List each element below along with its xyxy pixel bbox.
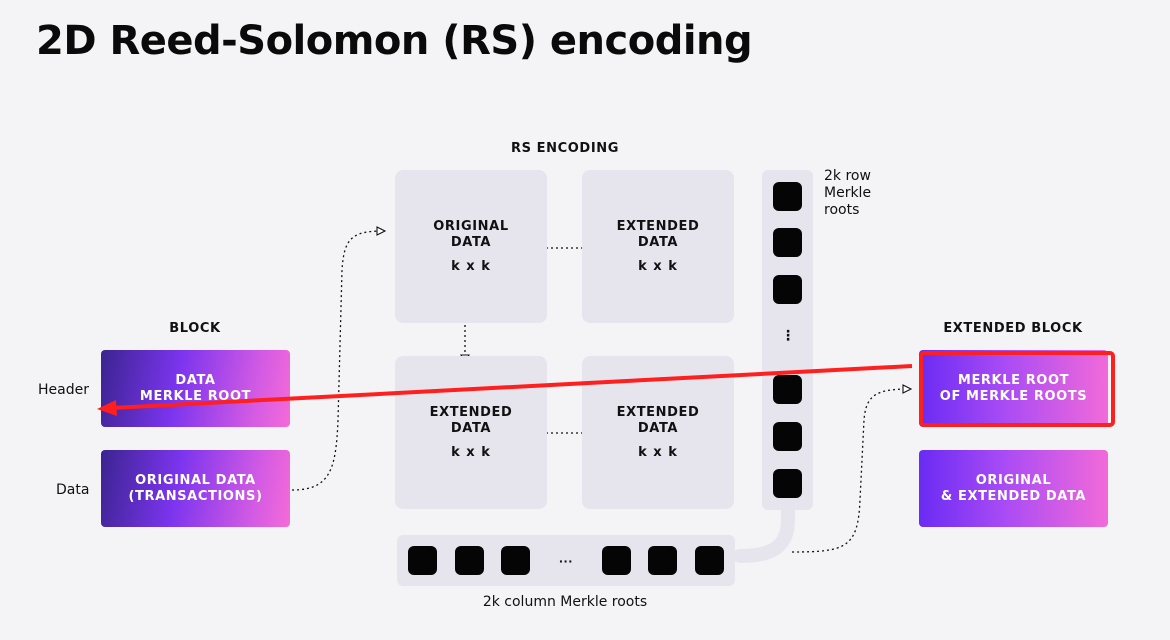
annotation-arrow-head [97,400,117,416]
merkle-root-of-roots-box: MERKLE ROOT OF MERKLE ROOTS [919,350,1108,427]
strip-joint [733,498,795,563]
row-root-square [773,422,802,451]
column-root-square [501,546,530,575]
block-label: BLOCK [169,321,221,336]
extended-data-right-title: EXTENDED DATA [616,219,700,250]
original-data-dims: k x k [451,259,491,274]
row-root-square [773,469,802,498]
original-data-box: ORIGINAL DATA k x k [395,170,547,323]
header-label: Header [38,382,89,398]
highlight-rectangle [919,351,1115,427]
column-root-square [648,546,677,575]
extended-block-label: EXTENDED BLOCK [943,321,1083,336]
row-root-square [773,182,802,211]
extended-data-corner-dims: k x k [638,445,678,460]
extended-data-bottom-dims: k x k [451,445,491,460]
column-root-square [695,546,724,575]
column-roots-ellipsis: ··· [559,553,573,569]
data-label: Data [56,482,90,498]
row-root-square [773,375,802,404]
row-root-square [773,275,802,304]
column-root-square [455,546,484,575]
column-roots-label: 2k column Merkle roots [482,594,648,610]
row-roots-strip [762,170,813,510]
column-roots-strip [397,535,735,586]
original-extended-data-box: ORIGINAL & EXTENDED DATA [919,450,1108,527]
original-data-transactions-box: ORIGINAL DATA (TRANSACTIONS) [101,450,290,527]
page-title: 2D Reed-Solomon (RS) encoding [36,18,753,64]
rs-encoding-label: RS ENCODING [510,141,620,156]
annotation-arrow-line [111,364,913,410]
extended-data-right-box: EXTENDED DATA k x k [582,170,734,323]
extended-data-bottom-title: EXTENDED DATA [429,405,513,436]
column-root-square [408,546,437,575]
row-roots-label: 2k row Merkle roots [824,168,872,218]
data-merkle-root-box: DATA MERKLE ROOT [101,350,290,427]
arrow-roots-to-extended-block [791,389,910,553]
original-data-title: ORIGINAL DATA [433,219,509,250]
column-root-square [602,546,631,575]
extended-data-bottom-box: EXTENDED DATA k x k [395,356,547,509]
arrow-data-to-original [291,231,384,491]
extended-data-corner-title: EXTENDED DATA [616,405,700,436]
extended-data-right-dims: k x k [638,259,678,274]
row-root-square [773,228,802,257]
